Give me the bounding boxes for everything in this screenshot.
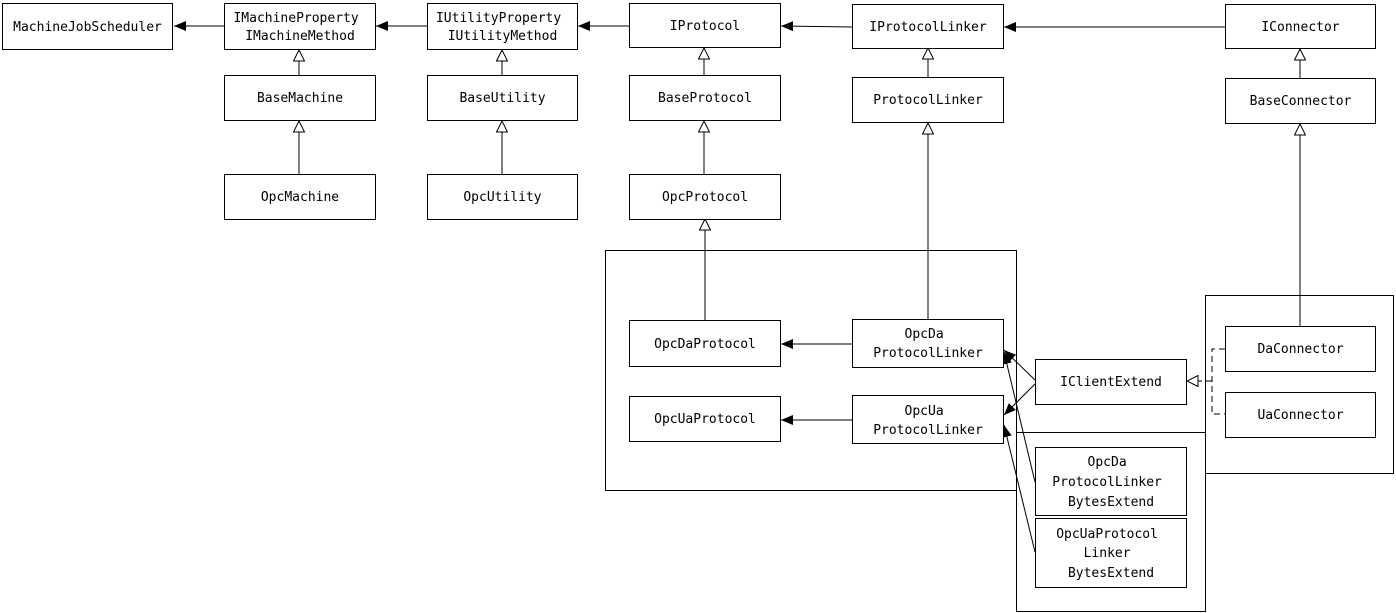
node-iclient-extend[interactable]: IClientExtend [1035, 359, 1187, 405]
node-opc-ua-bytes-extend[interactable]: OpcUaProtocol Linker BytesExtend [1035, 518, 1187, 588]
node-label-line: IUtilityMethod [448, 29, 558, 44]
svg-text:MachineJobScheduler: MachineJobScheduler [13, 20, 162, 35]
bytes-extend-group [1016, 432, 1206, 612]
svg-text:BaseProtocol: BaseProtocol [658, 91, 752, 106]
opc-protocol-group [605, 250, 1017, 491]
node-ua-connector[interactable]: UaConnector [1225, 392, 1376, 438]
svg-text:OpcDa ProtocolLinker: OpcDa ProtocolLinker BytesExtend [1052, 455, 1169, 510]
node-da-connector[interactable]: DaConnector [1225, 326, 1376, 372]
svg-text:OpcProtocol: OpcProtocol [662, 190, 748, 205]
node-label-line: BaseConnector [1250, 94, 1352, 109]
svg-text:DaConnector: DaConnector [1257, 342, 1343, 357]
node-label-line: OpcUtility [463, 190, 541, 205]
svg-text:OpcDa ProtocolLinker: OpcDa ProtocolLinker [873, 327, 983, 361]
svg-text:OpcUtility: OpcUtility [463, 190, 541, 205]
node-opc-da-protocol[interactable]: OpcDaProtocol [629, 320, 781, 367]
svg-text:OpcUaProtocol Linker: OpcUaProtocol Linker BytesExtend [1056, 527, 1166, 581]
svg-text:OpcMachine: OpcMachine [261, 190, 339, 205]
node-opc-ua-protocol[interactable]: OpcUaProtocol [629, 396, 781, 442]
node-opc-utility[interactable]: OpcUtility [427, 174, 578, 220]
node-label-line: IConnector [1261, 20, 1339, 35]
edge-opc-da-bytes-to-opc-da-linker [1001, 351, 1036, 483]
svg-text:OpcUaProtocol: OpcUaProtocol [654, 412, 756, 427]
node-label-line: BaseProtocol [658, 91, 752, 106]
node-label-line: ProtocolLinker [873, 93, 983, 108]
node-label-line: OpcDa [1088, 455, 1127, 470]
node-label-line: BytesExtend [1068, 495, 1154, 510]
node-opc-protocol[interactable]: OpcProtocol [629, 174, 781, 220]
svg-text:BaseMachine: BaseMachine [257, 91, 343, 106]
svg-text:ProtocolLinker: ProtocolLinker [873, 93, 983, 108]
svg-text:IClientExtend: IClientExtend [1060, 375, 1162, 390]
edge-opc-ua-bytes-to-opc-ua-linker [1001, 424, 1036, 553]
node-label-line: OpcProtocol [662, 190, 748, 205]
node-imachine[interactable]: IMachineProperty IMachineMethod [224, 3, 376, 50]
node-base-protocol[interactable]: BaseProtocol [629, 75, 781, 121]
node-label-line: IProtocolLinker [869, 20, 987, 35]
node-label-line: UaConnector [1257, 408, 1343, 423]
node-label-line: IUtilityProperty [436, 11, 561, 26]
node-label-line: ProtocolLinker [873, 346, 983, 361]
svg-text:UaConnector: UaConnector [1257, 408, 1343, 423]
node-label-line: DaConnector [1257, 342, 1343, 357]
node-base-machine[interactable]: BaseMachine [224, 75, 376, 121]
svg-text:IUtilityProperty IUtilit: IUtilityProperty IUtilityMethod [436, 11, 569, 44]
node-base-utility[interactable]: BaseUtility [427, 75, 578, 121]
node-label-line: ProtocolLinker [1052, 475, 1162, 490]
node-opc-ua-protocol-linker[interactable]: OpcUa ProtocolLinker [852, 395, 1004, 444]
node-label-line: ProtocolLinker [873, 423, 983, 438]
svg-text:OpcDaProtocol: OpcDaProtocol [654, 337, 756, 352]
svg-text:IProtocolLinker: IProtocolLinker [869, 20, 987, 35]
node-label-line: IMachineProperty [233, 11, 358, 26]
node-protocol-linker[interactable]: ProtocolLinker [852, 77, 1004, 123]
edge-iclient-extend-to-opc-da-linker [1003, 349, 1036, 381]
node-label-line: BytesExtend [1068, 566, 1154, 581]
svg-text:OpcUa ProtocolLinker: OpcUa ProtocolLinker [873, 404, 983, 438]
node-opc-da-bytes-extend[interactable]: OpcDa ProtocolLinker BytesExtend [1035, 447, 1187, 516]
node-opc-da-protocol-linker[interactable]: OpcDa ProtocolLinker [852, 319, 1004, 368]
svg-text:BaseUtility: BaseUtility [459, 91, 545, 106]
node-iprotocol[interactable]: IProtocol [629, 3, 781, 48]
node-base-connector[interactable]: BaseConnector [1225, 78, 1376, 124]
node-label-line: OpcMachine [261, 190, 339, 205]
svg-text:IMachineProperty IMachin: IMachineProperty IMachineMethod [233, 11, 366, 44]
node-label-line: IMachineMethod [245, 29, 355, 44]
node-label-line: OpcDa [905, 327, 944, 342]
node-iprotocol-linker[interactable]: IProtocolLinker [852, 4, 1004, 49]
node-opc-machine[interactable]: OpcMachine [224, 174, 376, 220]
node-label-line: OpcUa [905, 404, 944, 419]
node-label-line: OpcUaProtocol [654, 412, 756, 427]
node-label-line: BaseUtility [459, 91, 545, 106]
edge-iprotocol-linker-to-iprotocol [780, 21, 853, 32]
node-machine-job-scheduler[interactable]: MachineJobScheduler [2, 3, 173, 50]
svg-text:IConnector: IConnector [1261, 20, 1339, 35]
node-label-line: OpcUaProtocol [1056, 527, 1158, 542]
node-iconnector[interactable]: IConnector [1225, 4, 1376, 49]
edge-iclient-extend-to-opc-ua-linker [1003, 383, 1036, 416]
node-label-line: IProtocol [670, 19, 740, 34]
node-label-line: BaseMachine [257, 91, 343, 106]
svg-text:IProtocol: IProtocol [670, 19, 740, 34]
edge-connectors-realize-iclient-extend [1211, 348, 1225, 415]
svg-text:BaseConnector: BaseConnector [1250, 94, 1352, 109]
node-label-line: Linker [1084, 546, 1131, 561]
node-label-line: IClientExtend [1060, 375, 1162, 390]
node-label-line: OpcDaProtocol [654, 337, 756, 352]
node-label-line: MachineJobScheduler [13, 20, 162, 35]
node-iutility[interactable]: IUtilityProperty IUtilityMethod [427, 3, 578, 50]
